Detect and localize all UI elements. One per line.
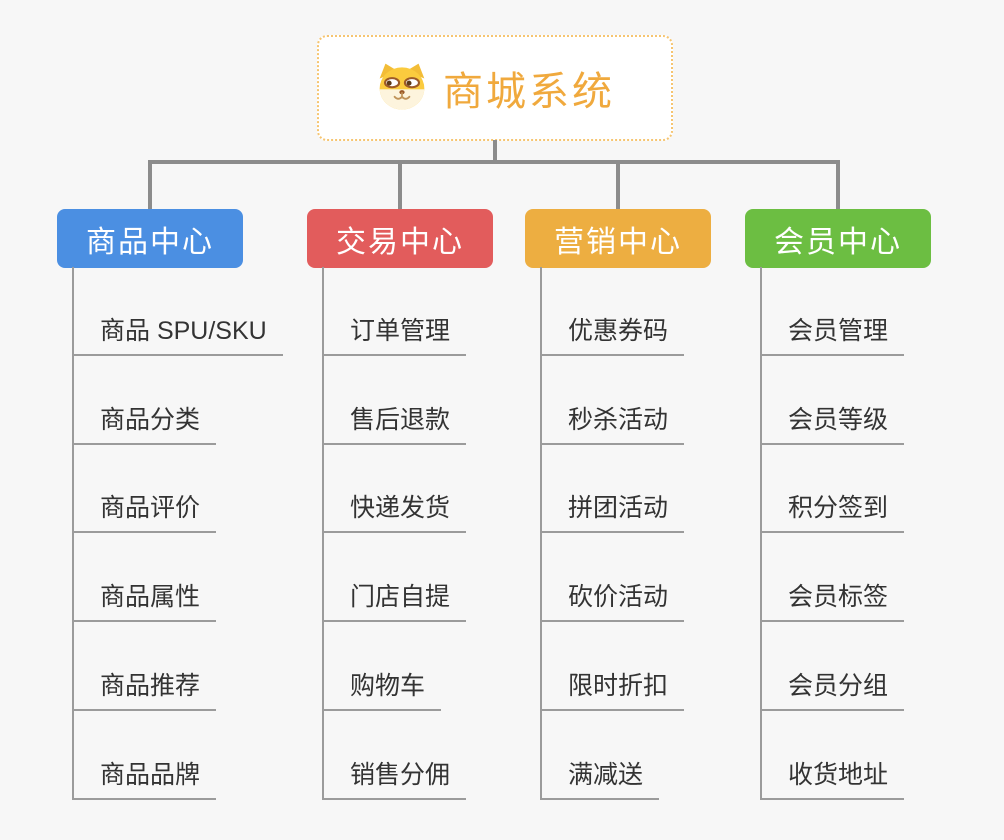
child-node[interactable]: 拼团活动 bbox=[540, 493, 685, 534]
child-row: 商品分类 bbox=[72, 356, 283, 445]
child-row: 限时折扣 bbox=[540, 622, 685, 711]
child-row: 商品属性 bbox=[72, 533, 283, 623]
connector-drop-branch-4 bbox=[836, 160, 840, 210]
child-node[interactable]: 门店自提 bbox=[322, 582, 467, 623]
child-node[interactable]: 商品 SPU/SKU bbox=[72, 316, 283, 356]
root-title: 商城系统 bbox=[443, 70, 615, 114]
branch-node-product-center[interactable]: 商品中心 bbox=[57, 209, 243, 268]
connector-drop-branch-3 bbox=[616, 160, 620, 210]
child-row: 砍价活动 bbox=[540, 533, 685, 623]
root-node[interactable]: 商城系统 bbox=[317, 35, 673, 141]
child-row: 积分签到 bbox=[760, 445, 905, 534]
child-row: 收货地址 bbox=[760, 711, 905, 800]
child-node[interactable]: 购物车 bbox=[322, 671, 442, 711]
branch-spine bbox=[540, 267, 542, 800]
branch-children-column: 会员管理 会员等级 积分签到 会员标签 会员分组 收货地址 bbox=[760, 267, 905, 800]
child-row: 优惠券码 bbox=[540, 267, 685, 356]
child-node[interactable]: 快递发货 bbox=[322, 493, 467, 534]
child-node[interactable]: 优惠券码 bbox=[540, 316, 685, 356]
child-node[interactable]: 销售分佣 bbox=[322, 760, 467, 800]
branch-node-member-center[interactable]: 会员中心 bbox=[745, 209, 931, 268]
branch-node-marketing-center[interactable]: 营销中心 bbox=[525, 209, 711, 268]
child-node[interactable]: 收货地址 bbox=[760, 760, 905, 800]
child-row: 售后退款 bbox=[322, 356, 467, 445]
shiba-dog-icon bbox=[375, 62, 429, 115]
child-node[interactable]: 砍价活动 bbox=[540, 582, 685, 623]
child-row: 快递发货 bbox=[322, 445, 467, 534]
child-row: 商品 SPU/SKU bbox=[72, 267, 283, 356]
child-node[interactable]: 会员管理 bbox=[760, 316, 905, 356]
branch-children-column: 订单管理 售后退款 快递发货 门店自提 购物车 销售分佣 bbox=[322, 267, 467, 800]
child-row: 秒杀活动 bbox=[540, 356, 685, 445]
connector-root-drop bbox=[493, 140, 497, 162]
child-node[interactable]: 会员等级 bbox=[760, 405, 905, 445]
child-node[interactable]: 售后退款 bbox=[322, 405, 467, 445]
child-row: 商品推荐 bbox=[72, 622, 283, 711]
child-node[interactable]: 订单管理 bbox=[322, 316, 467, 356]
child-row: 商品评价 bbox=[72, 445, 283, 534]
child-node[interactable]: 会员分组 bbox=[760, 671, 905, 711]
branch-node-trade-center[interactable]: 交易中心 bbox=[307, 209, 493, 268]
branch-spine bbox=[322, 267, 324, 800]
connector-horizontal-bar bbox=[148, 160, 840, 164]
child-row: 拼团活动 bbox=[540, 445, 685, 534]
child-row: 购物车 bbox=[322, 622, 466, 711]
child-node[interactable]: 商品分类 bbox=[72, 405, 217, 445]
child-row: 销售分佣 bbox=[322, 711, 467, 800]
connector-drop-branch-2 bbox=[398, 160, 402, 210]
child-node[interactable]: 满减送 bbox=[540, 760, 660, 800]
child-node[interactable]: 商品评价 bbox=[72, 493, 217, 534]
child-row: 商品品牌 bbox=[72, 711, 283, 800]
child-row: 订单管理 bbox=[322, 267, 467, 356]
child-node[interactable]: 会员标签 bbox=[760, 582, 905, 623]
child-node[interactable]: 限时折扣 bbox=[540, 671, 685, 711]
branch-spine bbox=[72, 267, 74, 800]
child-row: 会员管理 bbox=[760, 267, 905, 356]
branch-spine bbox=[760, 267, 762, 800]
child-row: 门店自提 bbox=[322, 533, 467, 623]
child-row: 满减送 bbox=[540, 711, 684, 800]
branch-children-column: 商品 SPU/SKU 商品分类 商品评价 商品属性 商品推荐 商品品牌 bbox=[72, 267, 283, 800]
child-node[interactable]: 商品推荐 bbox=[72, 671, 217, 711]
connector-drop-branch-1 bbox=[148, 160, 152, 210]
child-node[interactable]: 商品属性 bbox=[72, 582, 217, 623]
child-node[interactable]: 秒杀活动 bbox=[540, 405, 685, 445]
child-row: 会员等级 bbox=[760, 356, 905, 445]
child-row: 会员分组 bbox=[760, 622, 905, 711]
branch-children-column: 优惠券码 秒杀活动 拼团活动 砍价活动 限时折扣 满减送 bbox=[540, 267, 685, 800]
child-node[interactable]: 积分签到 bbox=[760, 493, 905, 534]
child-node[interactable]: 商品品牌 bbox=[72, 760, 217, 800]
child-row: 会员标签 bbox=[760, 533, 905, 623]
